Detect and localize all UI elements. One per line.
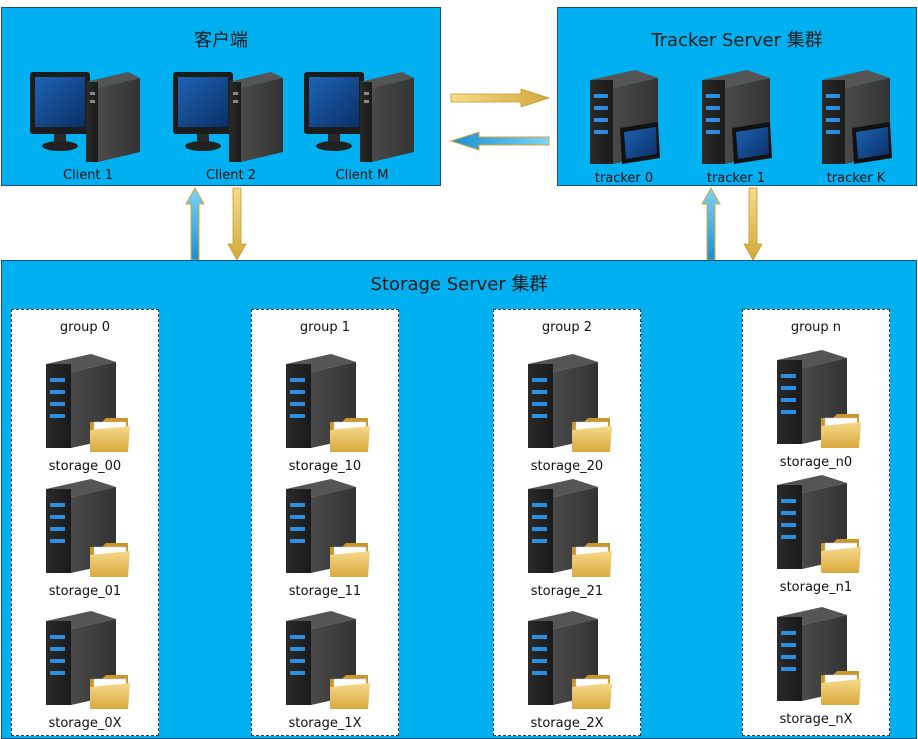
storage-group[interactable]: group 1 storage_10 [251,309,399,736]
client-node[interactable]: Client 1 [28,68,148,183]
storage-label: storage_0X [48,716,122,731]
arrow-storage-to-tracker [701,186,721,261]
desktop-computer-icon [30,72,140,162]
storage-node[interactable]: storage_21 [494,475,640,599]
folder-icon [572,418,612,452]
storage-node[interactable]: storage_0X [12,607,158,731]
tracker-node[interactable]: tracker 0 [574,70,674,186]
storage-node[interactable]: storage_1X [252,607,398,731]
storage-label: storage_1X [288,716,362,731]
client-label: Client 2 [205,168,257,183]
storage-node[interactable]: storage_n0 [743,346,889,470]
storage-label: storage_11 [288,584,362,599]
storage-label: storage_01 [48,584,122,599]
storage-node[interactable]: storage_01 [12,475,158,599]
storage-label: storage_2X [530,716,604,731]
storage-label: storage_nX [779,712,853,727]
tracker-server-icon [702,70,772,164]
folder-icon [572,675,612,709]
client-node[interactable]: Client M [302,68,422,183]
storage-label: storage_20 [530,459,604,474]
arrow-client-to-storage [227,187,247,261]
client-panel-title: 客户端 [194,30,248,51]
tracker-label: tracker 1 [706,171,766,186]
group-title: group 0 [59,320,111,335]
storage-node[interactable]: storage_20 [494,350,640,474]
group-title: group n [790,320,842,335]
tracker-label: tracker 0 [594,171,654,186]
storage-server-icon [46,354,116,448]
storage-label: storage_n1 [779,580,853,595]
folder-icon [821,539,861,573]
storage-node[interactable]: storage_nX [743,603,889,727]
tracker-label: tracker K [826,171,886,186]
storage-panel-title: Storage Server 集群 [370,274,548,295]
arrow-client-to-tracker [450,88,551,108]
storage-node[interactable]: storage_00 [12,350,158,474]
storage-group[interactable]: group 2 storage_20 [493,309,641,736]
storage-label: storage_10 [288,459,362,474]
desktop-computer-icon [304,72,414,162]
folder-icon [821,414,861,448]
folder-icon [821,671,861,705]
client-label: Client 1 [62,168,114,183]
folder-icon [90,675,130,709]
storage-label: storage_21 [530,584,604,599]
storage-label: storage_n0 [779,455,853,470]
storage-group[interactable]: group n storage_n0 [742,309,890,736]
storage-server-icon [46,611,116,705]
tracker-server-icon [822,70,892,164]
arrow-storage-to-client [185,186,205,261]
tracker-panel: Tracker Server 集群 tracker 0 tracker [557,7,917,186]
storage-server-icon [286,611,356,705]
client-label: Client M [335,168,389,183]
client-node[interactable]: Client 2 [171,68,291,183]
tracker-node[interactable]: tracker K [806,70,906,186]
tracker-panel-title: Tracker Server 集群 [651,30,823,51]
storage-node[interactable]: storage_2X [494,607,640,731]
storage-server-icon [528,354,598,448]
arrow-tracker-to-storage [743,187,763,261]
folder-icon [90,543,130,577]
tracker-node[interactable]: tracker 1 [686,70,786,186]
folder-icon [330,418,370,452]
storage-label: storage_00 [48,459,122,474]
storage-node[interactable]: storage_n1 [743,471,889,595]
folder-icon [330,675,370,709]
group-title: group 2 [541,320,593,335]
storage-node[interactable]: storage_10 [252,350,398,474]
client-panel: 客户端 Client 1 Client 2 [1,7,441,186]
arrow-tracker-to-client [449,131,550,151]
folder-icon [330,543,370,577]
storage-group[interactable]: group 0 storage_00 [11,309,159,736]
tracker-server-icon [590,70,660,164]
storage-node[interactable]: storage_11 [252,475,398,599]
folder-icon [572,543,612,577]
folder-icon [90,418,130,452]
desktop-computer-icon [173,72,283,162]
group-title: group 1 [299,320,351,335]
